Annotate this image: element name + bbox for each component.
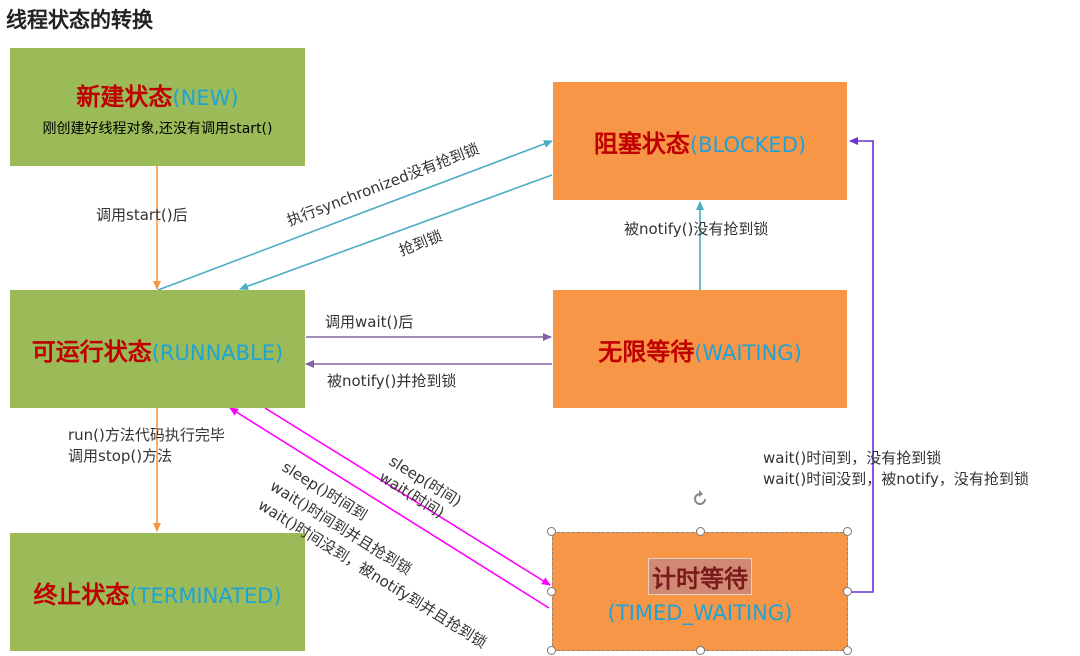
label-timed-to-blocked-1: wait()时间到，没有抢到锁: [763, 449, 942, 467]
state-timed-waiting-en: (TIMED_WAITING): [607, 601, 793, 625]
state-waiting-en: (WAITING): [694, 340, 802, 365]
state-waiting-box: 无限等待(WAITING): [553, 290, 847, 408]
state-new-title: 新建状态(NEW): [76, 77, 238, 112]
state-runnable-title: 可运行状态(RUNNABLE): [32, 332, 284, 367]
state-blocked-box: 阻塞状态(BLOCKED): [553, 82, 847, 200]
state-terminated-title: 终止状态(TERMINATED): [33, 575, 281, 610]
state-terminated-box: 终止状态(TERMINATED): [10, 533, 305, 651]
resize-handle-top-center[interactable]: [696, 527, 705, 536]
state-waiting-zh: 无限等待: [598, 337, 695, 366]
arrow-timed-to-runnable: [229, 407, 550, 609]
label-new-to-runnable: 调用start()后: [96, 206, 188, 224]
state-new-en: (NEW): [172, 85, 239, 110]
label-timed-to-blocked-2: wait()时间没到，被notify，没有抢到锁: [763, 470, 1029, 488]
label-call-wait: 调用wait()后: [325, 313, 414, 331]
state-new-desc: 刚创建好线程对象,还没有调用start(): [42, 120, 273, 137]
state-runnable-en: (RUNNABLE): [151, 340, 284, 365]
state-waiting-title: 无限等待(WAITING): [598, 332, 802, 367]
state-terminated-en: (TERMINATED): [129, 583, 282, 608]
label-run-done-1: run()方法代码执行完毕: [68, 426, 225, 444]
state-timed-waiting-zh: 计时等待: [648, 558, 752, 595]
state-runnable-zh: 可运行状态: [31, 337, 152, 366]
state-blocked-title: 阻塞状态(BLOCKED): [594, 124, 806, 159]
state-blocked-en: (BLOCKED): [689, 132, 807, 157]
page-title: 线程状态的转换: [6, 8, 153, 32]
resize-handle-bottom-center[interactable]: [696, 646, 705, 655]
arrow-blocked-to-runnable: [239, 174, 553, 291]
state-new-box: 新建状态(NEW) 刚创建好线程对象,还没有调用start(): [10, 48, 305, 166]
arrow-runnable-to-timed: [264, 407, 551, 586]
resize-handle-bottom-left[interactable]: [547, 646, 556, 655]
arrow-timed-to-blocked: [849, 137, 874, 593]
label-run-done-2: 调用stop()方法: [68, 447, 173, 465]
resize-handle-middle-left[interactable]: [547, 587, 556, 596]
state-terminated-zh: 终止状态: [33, 580, 130, 609]
state-new-zh: 新建状态: [76, 82, 173, 111]
resize-handle-middle-right[interactable]: [843, 587, 852, 596]
resize-handle-top-left[interactable]: [547, 527, 556, 536]
label-notify-and-lock: 被notify()并抢到锁: [327, 372, 457, 390]
resize-handle-top-right[interactable]: [843, 527, 852, 536]
rotate-handle-icon[interactable]: [690, 489, 710, 509]
state-blocked-zh: 阻塞状态: [593, 129, 690, 158]
resize-handle-bottom-right[interactable]: [843, 646, 852, 655]
arrow-runnable-to-blocked: [157, 140, 553, 291]
state-timed-waiting-box[interactable]: 计时等待 (TIMED_WAITING): [552, 532, 848, 651]
state-runnable-box: 可运行状态(RUNNABLE): [10, 290, 305, 408]
label-notify-no-lock: 被notify()没有抢到锁: [624, 220, 769, 238]
